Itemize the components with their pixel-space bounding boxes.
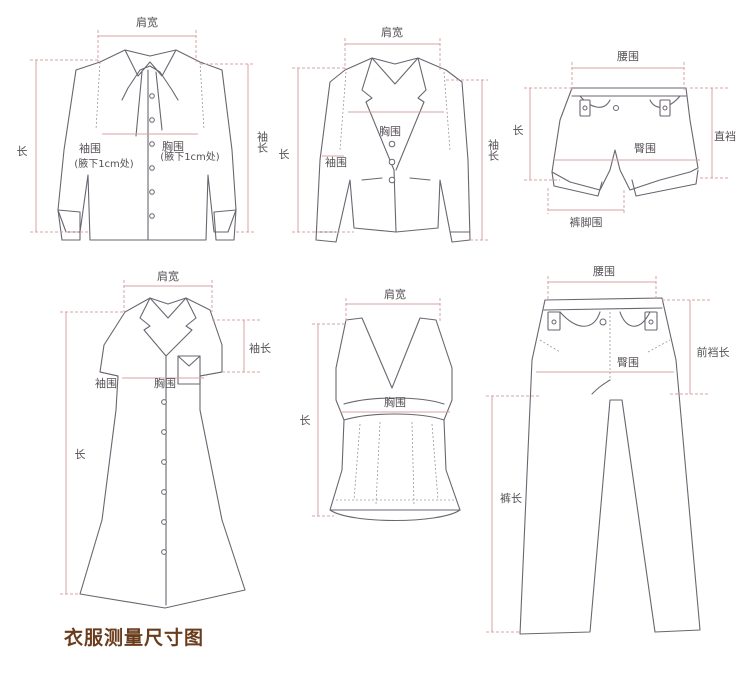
shirt-cuff-label: 袖围 — [79, 141, 101, 155]
shorts-figure — [551, 87, 699, 197]
shirt-chest-label: 胸围 — [162, 139, 184, 153]
pants-measure-lines — [486, 276, 710, 633]
dress-measure-lines — [60, 280, 262, 595]
pants-waist-label: 腰围 — [593, 265, 615, 278]
dress-figure — [79, 297, 246, 609]
blazer-measure-lines — [292, 38, 488, 241]
shorts-hip-label: 臀围 — [634, 142, 656, 155]
shirt-measure-lines — [30, 30, 254, 233]
dress-chest-label: 胸围 — [154, 376, 176, 390]
dress-length-label: 长 — [75, 448, 86, 461]
shirt-figure — [57, 49, 237, 241]
shirt-length-label: 长 — [17, 145, 28, 158]
vest-measure-lines — [312, 298, 450, 517]
pants-front-rise-label: 前裆长 — [697, 345, 730, 359]
pants-hip-label: 臀围 — [617, 356, 639, 369]
vest-chest-label: 胸围 — [384, 395, 406, 409]
pants-length-label: 裤长 — [500, 491, 522, 505]
shorts-leg-opening-label: 裤脚围 — [570, 215, 603, 229]
blazer-length-label: 长 — [279, 148, 290, 161]
vest-length-label: 长 — [300, 414, 311, 427]
shirt-shoulder-label: 肩宽 — [136, 15, 158, 29]
vest-figure — [329, 317, 461, 522]
vest-shoulder-label: 肩宽 — [384, 287, 406, 301]
shirt-chest-note: (腋下1cm处) — [160, 150, 220, 163]
shorts-length-label: 长 — [513, 124, 524, 137]
shorts-rise-label: 直裆 — [714, 129, 736, 143]
blazer-cuff-label: 袖围 — [325, 155, 347, 169]
dress-cuff-label: 袖围 — [95, 376, 117, 390]
shirt-sleeve-length-label-1: 袖长 — [256, 130, 269, 153]
blazer-shoulder-label: 肩宽 — [381, 25, 403, 39]
blazer-figure — [315, 57, 471, 243]
blazer-chest-label: 胸围 — [379, 124, 401, 138]
shirt-cuff-note: (腋下1cm处) — [74, 157, 134, 170]
dress-sleeve-length-label: 袖长 — [249, 341, 271, 355]
dress-shoulder-label: 肩宽 — [157, 269, 179, 283]
blazer-sleeve-length-label: 袖长 — [487, 138, 500, 161]
shorts-measure-lines — [524, 62, 730, 214]
page-title: 衣服测量尺寸图 — [64, 626, 204, 649]
pants-figure — [519, 297, 701, 635]
shorts-waist-label: 腰围 — [617, 50, 639, 63]
